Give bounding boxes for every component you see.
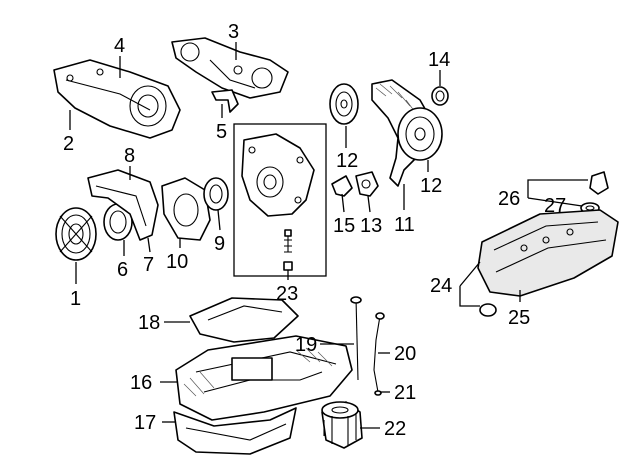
leader-lines <box>69 42 588 429</box>
callout-17: 17 <box>134 412 156 434</box>
crank-pulley-part <box>55 207 97 261</box>
bracket-part <box>211 89 239 113</box>
callout-numbers: 1 2 3 4 5 6 7 8 9 10 11 12 12 13 14 15 1… <box>63 21 566 440</box>
callout-6: 6 <box>117 259 128 281</box>
camshaft-pulley-left-part <box>329 83 359 125</box>
callout-20: 20 <box>394 343 416 365</box>
callout-3: 3 <box>228 21 239 43</box>
callout-14: 14 <box>428 49 450 71</box>
oil-filler-cap-part <box>580 171 609 214</box>
callout-19: 19 <box>295 334 317 356</box>
seal-part <box>161 177 211 241</box>
callout-16: 16 <box>130 372 152 394</box>
callout-15: 15 <box>333 215 355 237</box>
callout-27: 27 <box>544 195 566 217</box>
callout-12-left: 12 <box>336 150 358 172</box>
timing-cover-upper-part <box>53 59 181 139</box>
callout-21: 21 <box>394 382 416 404</box>
callout-13: 13 <box>360 215 382 237</box>
callout-24: 24 <box>430 275 452 297</box>
oil-filter-part <box>321 401 363 449</box>
dipstick-tube-part <box>373 312 385 396</box>
oil-pump-assembly-group <box>233 123 327 277</box>
callout-23: 23 <box>276 283 298 305</box>
callout-2: 2 <box>63 133 74 155</box>
callout-1: 1 <box>70 288 81 310</box>
upper-oil-pan-part <box>175 335 353 421</box>
callout-8: 8 <box>124 145 135 167</box>
rear-timing-cover-part <box>171 37 289 99</box>
tensioner-bracket-part <box>331 175 353 197</box>
callout-11: 11 <box>394 214 415 236</box>
tensioner-part <box>355 171 379 197</box>
callout-25: 25 <box>508 307 530 329</box>
baffle-plate-part <box>189 297 299 343</box>
callout-10: 10 <box>166 251 188 273</box>
callout-12-right: 12 <box>420 175 442 197</box>
callout-7: 7 <box>143 254 154 276</box>
callout-26: 26 <box>498 188 520 210</box>
callout-4: 4 <box>114 35 125 57</box>
oil-seal-ring-part <box>203 177 229 211</box>
lower-oil-pan-part <box>173 407 297 455</box>
idler-pulley-right-part <box>397 107 443 161</box>
oil-pump-assembly-box <box>233 123 327 277</box>
valve-cover-part <box>477 209 619 317</box>
bushing-part <box>431 86 449 106</box>
callout-22: 22 <box>384 418 406 440</box>
dipstick-part <box>350 296 362 381</box>
callout-5: 5 <box>216 121 227 143</box>
lower-timing-cover-part <box>87 169 159 241</box>
callout-9: 9 <box>214 233 225 255</box>
callout-18: 18 <box>138 312 160 334</box>
